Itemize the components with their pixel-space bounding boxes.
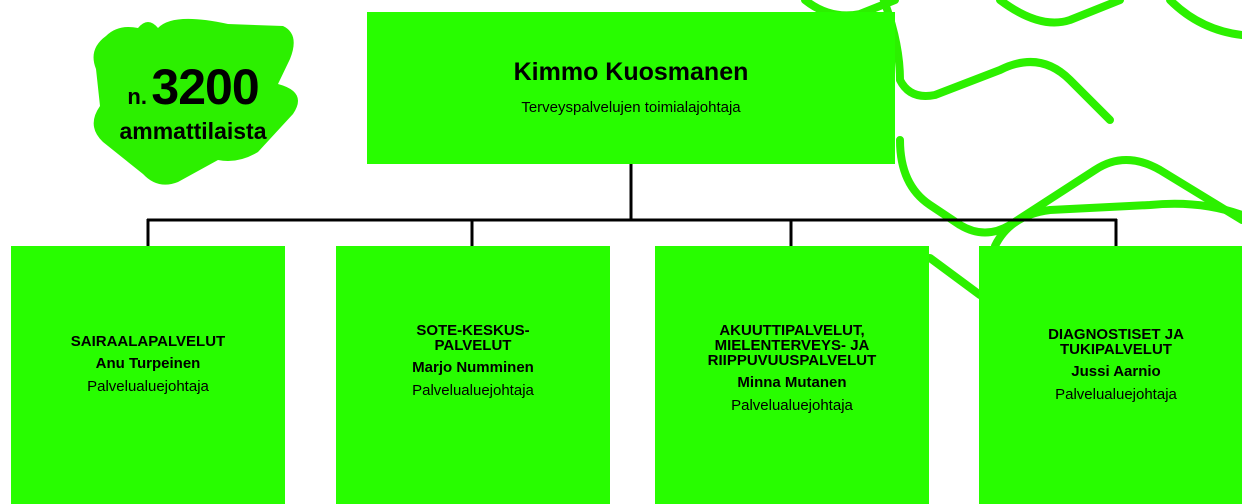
unit-head-name: Jussi Aarnio [1071,363,1161,380]
unit-head-role: Palvelualuejohtaja [412,382,534,399]
unit-name: SOTE-KESKUS- PALVELUT [416,322,530,354]
unit-box-sairaalapalvelut: SAIRAALAPALVELUT Anu Turpeinen Palvelual… [11,246,285,504]
unit-head-role: Palvelualuejohtaja [1055,386,1177,403]
unit-name: AKUUTTIPALVELUT, MIELENTERVEYS- JA RIIPP… [707,321,877,369]
badge-label: ammattilaista [119,118,267,144]
unit-head-role: Palvelualuejohtaja [731,396,853,414]
unit-head-name: Minna Mutanen [737,373,847,391]
unit-box-akuuttipalvelut: AKUUTTIPALVELUT, MIELENTERVEYS- JA RIIPP… [655,246,929,504]
director-name: Kimmo Kuosmanen [513,58,749,86]
director-role: Terveyspalvelujen toimialajohtaja [521,99,741,116]
unit-box-sote-keskuspalvelut: SOTE-KESKUS- PALVELUT Marjo Numminen Pal… [336,246,610,504]
badge-count: n. 3200 [78,58,308,116]
unit-head-name: Anu Turpeinen [95,354,201,372]
unit-name: SAIRAALAPALVELUT [70,332,226,350]
unit-name: DIAGNOSTISET JA TUKIPALVELUT [1048,326,1184,358]
unit-head-name: Marjo Numminen [412,359,534,376]
badge-blob-shape [93,18,299,185]
badge-number: 3200 [151,59,259,115]
unit-box-diagnostiset-tukipalvelut: DIAGNOSTISET JA TUKIPALVELUT Jussi Aarni… [979,246,1242,504]
staff-count-badge: n. 3200 ammattilaista [78,14,308,186]
director-box: Kimmo Kuosmanen Terveyspalvelujen toimia… [367,12,895,164]
badge-prefix: n. [127,84,147,109]
unit-head-role: Palvelualuejohtaja [87,377,209,395]
